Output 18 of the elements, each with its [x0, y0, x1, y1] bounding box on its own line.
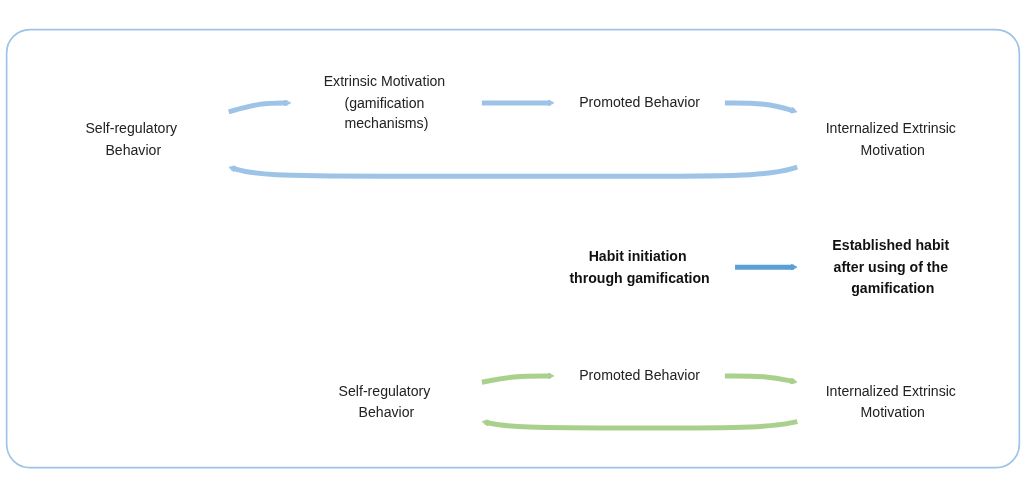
arrow [735, 263, 798, 272]
node-text: Extrinsic Motivation (gamification mechanisms) [323, 74, 446, 133]
arrow [228, 165, 798, 179]
node-text: Self-regulatory Behavior [338, 383, 431, 421]
node-text: Habit initiation through gamification [569, 248, 710, 286]
arrow [481, 419, 798, 431]
node-text: Established habit after using of the gamification [832, 238, 950, 297]
node-text: Promoted Behavior [579, 368, 700, 384]
arrow [724, 100, 798, 114]
node-text: Promoted Behavior [579, 95, 700, 111]
cluster [5, 29, 1021, 469]
arrow [724, 373, 798, 385]
arrow [481, 99, 555, 107]
node-text: Internalized Extrinsic Motivation [825, 383, 956, 421]
arrow [481, 372, 555, 386]
node-text: Internalized Extrinsic Motivation [825, 121, 956, 159]
node-text: Self-regulatory Behavior [85, 121, 178, 159]
arrow [228, 99, 292, 115]
